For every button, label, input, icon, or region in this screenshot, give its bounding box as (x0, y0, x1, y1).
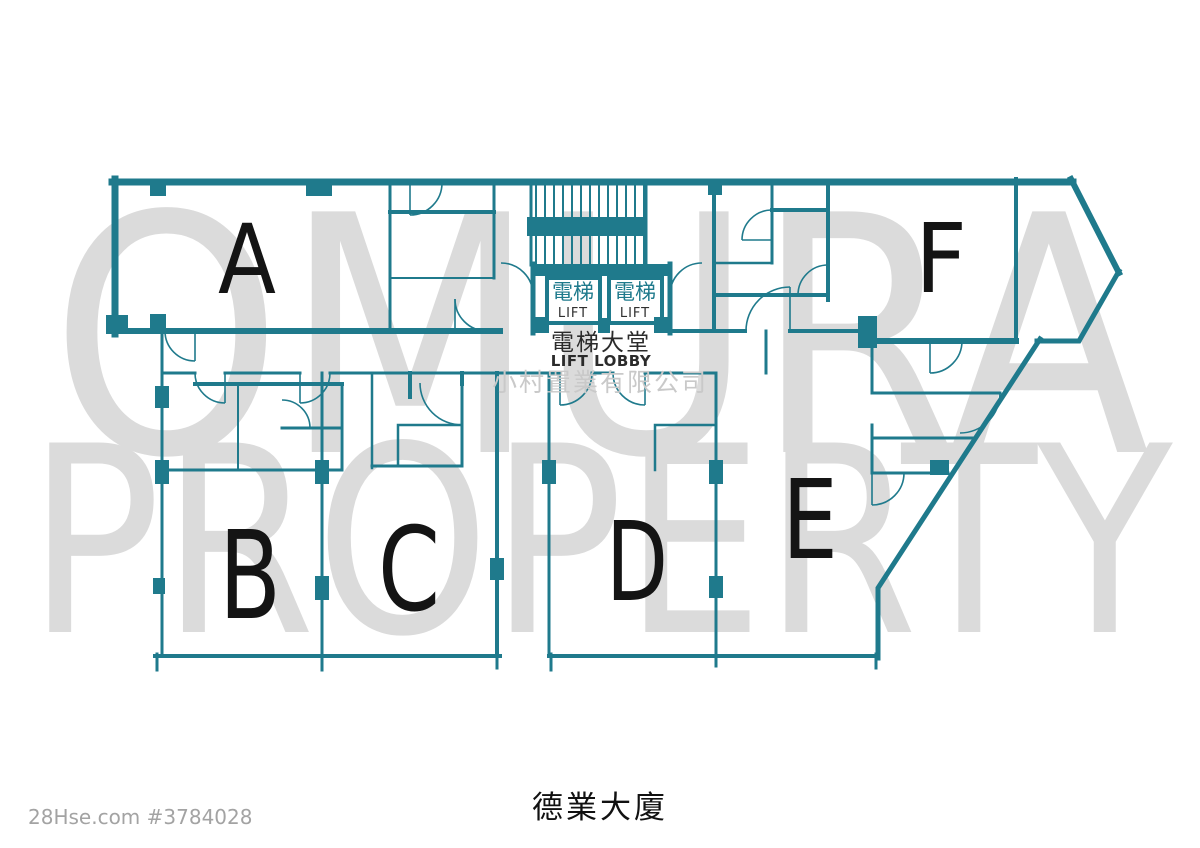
unit-labels: A B C D E F (218, 203, 967, 647)
lift-right-box (607, 276, 664, 325)
lift-right-label-en: LIFT (620, 306, 650, 321)
door-arcs (164, 182, 1001, 506)
lift-right-label-cjk: 電梯 (614, 280, 656, 304)
staircase (527, 181, 648, 267)
listing-ref: 28Hse.com #3784028 (28, 805, 252, 829)
unit-label-e: E (782, 456, 838, 584)
building-name: 德業大廈 (532, 790, 668, 826)
outer-walls (108, 174, 1124, 672)
unit-divider-walls (160, 329, 718, 658)
corridor-walls (160, 329, 768, 399)
lift-left-box (545, 276, 602, 325)
lift-left-label-cjk: 電梯 (552, 280, 594, 304)
lift-lobby-label-cjk: 電梯大堂 (551, 330, 651, 356)
watermark-property: PROPERTY (28, 392, 1176, 694)
unit-label-d: D (606, 498, 668, 626)
lift-core: 電梯 LIFT 電梯 LIFT (530, 261, 673, 336)
lift-left-label-en: LIFT (558, 306, 588, 321)
pillars (106, 182, 949, 600)
footer: 28Hse.com #3784028 德業大廈 (28, 790, 668, 829)
lift-lobby-label-en: LIFT LOBBY (551, 352, 652, 370)
lift-lobby-labels: 電梯大堂 LIFT LOBBY (551, 330, 652, 370)
unit-label-a: A (218, 204, 276, 316)
watermark-company: 小村置業有限公司 (492, 368, 708, 397)
unit-label-b: B (219, 505, 281, 647)
unit-label-f: F (915, 203, 967, 315)
stair-landing (527, 217, 647, 236)
unit-label-c: C (378, 503, 440, 638)
